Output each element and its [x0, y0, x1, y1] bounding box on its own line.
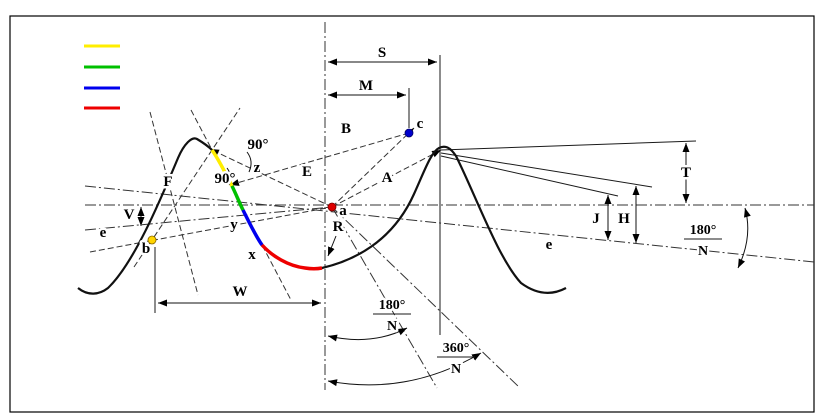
flank-segments — [210, 148, 323, 271]
label-point-e-left: e — [100, 225, 107, 241]
label-H: H — [618, 211, 630, 227]
label-point-x: x — [248, 247, 256, 263]
point-b-dot — [147, 235, 157, 245]
fraction-right-denominator: N — [698, 244, 708, 259]
legend — [84, 44, 120, 110]
label-S: S — [378, 45, 386, 61]
label-E: E — [302, 164, 312, 180]
fraction-bottom-full-numerator: 360° — [443, 341, 470, 356]
fraction-bottom-half-pitch: 180° N — [373, 296, 411, 337]
label-T: T — [681, 165, 691, 181]
arc-90-bottom — [226, 167, 232, 186]
full-pitch-radial-line — [331, 206, 521, 389]
label-point-c: c — [417, 116, 424, 132]
fraction-bottom-full-denominator: N — [451, 362, 461, 377]
flank-segment-red — [260, 243, 323, 271]
fraction-right-half-pitch: 180° N — [684, 221, 722, 262]
up-slant-radial-line — [84, 206, 333, 231]
arc-90-top — [246, 151, 252, 173]
leader-R — [327, 235, 337, 257]
label-90-top: 90° — [248, 137, 269, 153]
flank-segment-green — [230, 185, 245, 211]
left-flank-line — [149, 111, 199, 296]
label-B: B — [341, 121, 351, 137]
dimension-lines — [137, 58, 751, 387]
crest-extension-J — [440, 155, 619, 197]
flank-segment-blue — [241, 209, 264, 247]
labels: S M B E A T F V W R J H 90° 90° a b c e … — [97, 43, 693, 303]
point-a-dot — [327, 202, 337, 212]
label-point-e-right: e — [546, 237, 553, 253]
crest-extension-H — [440, 152, 653, 188]
arc-bottom-half-pitch — [327, 327, 408, 342]
line-a-to-z — [209, 148, 333, 208]
crest-extension-T — [440, 140, 697, 151]
label-V: V — [124, 207, 135, 223]
fraction-right-numerator: 180° — [690, 223, 717, 238]
flank-segment-yellow — [210, 148, 234, 187]
fraction-bottom-half-numerator: 180° — [379, 298, 406, 313]
label-W: W — [233, 284, 248, 300]
label-M: M — [359, 78, 373, 94]
label-F: F — [163, 174, 172, 190]
point-c-dot — [404, 128, 414, 138]
arc-right-half-pitch — [737, 207, 751, 269]
line-a-to-c — [331, 127, 415, 208]
border-frame — [9, 15, 815, 413]
down-slant-radial-line — [84, 185, 815, 263]
label-J: J — [592, 211, 600, 227]
label-point-b: b — [142, 241, 150, 257]
label-point-a: a — [339, 203, 347, 219]
label-R: R — [333, 219, 344, 235]
label-point-z: z — [254, 160, 261, 176]
label-90-bottom: 90° — [215, 171, 236, 187]
construction-lines — [84, 22, 815, 390]
reference-points — [147, 128, 414, 245]
fraction-bottom-full-pitch: 360° N — [437, 339, 475, 380]
line-c-to-flank — [229, 132, 410, 186]
fraction-bottom-half-denominator: N — [387, 319, 397, 334]
line-a-to-b — [89, 206, 333, 253]
arc-bottom-full-pitch — [327, 352, 482, 387]
label-point-y: y — [230, 217, 238, 233]
line-a-to-crest — [331, 149, 442, 208]
label-A: A — [382, 170, 393, 186]
